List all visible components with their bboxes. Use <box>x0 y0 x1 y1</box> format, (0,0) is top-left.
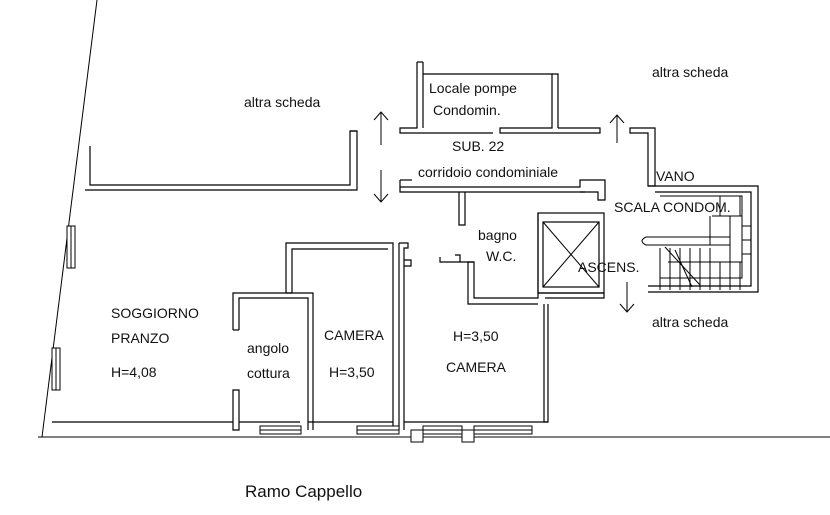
stairwell <box>641 185 759 293</box>
label-altra-scheda-top-left: altra scheda <box>244 94 320 110</box>
corridor-wall <box>399 179 606 201</box>
interior-walls <box>232 242 549 431</box>
elevator-shaft <box>537 212 605 299</box>
label-bagno: bagno <box>478 227 517 243</box>
north-wall <box>85 130 358 191</box>
arrow-down-right-icon <box>619 282 635 313</box>
label-altra-scheda-right: altra scheda <box>652 314 728 330</box>
label-angolo: angolo <box>247 340 289 356</box>
facade-window-lower <box>51 347 61 391</box>
label-corridoio: corridoio condominiale <box>418 164 558 180</box>
label-cottura: cottura <box>247 365 290 381</box>
label-condomin: Condomin. <box>433 102 501 118</box>
label-street: Ramo Cappello <box>245 482 362 501</box>
label-soggiorno: SOGGIORNO <box>111 305 199 321</box>
label-sub: SUB. 22 <box>452 138 504 154</box>
label-h-camera-1: H=3,50 <box>329 364 375 380</box>
door-step-left <box>410 429 424 443</box>
label-camera-1: CAMERA <box>324 327 385 343</box>
label-scala: SCALA CONDOM. <box>614 199 731 215</box>
label-ascens: ASCENS. <box>578 259 639 275</box>
label-h-camera-2: H=3,50 <box>453 328 499 344</box>
label-pranzo: PRANZO <box>111 330 169 346</box>
south-wall <box>52 421 548 443</box>
facade-window-upper <box>66 225 76 269</box>
arrow-up-right-icon <box>609 114 625 143</box>
arrow-down-left-icon <box>373 170 389 203</box>
door-step-right <box>461 429 475 443</box>
left-boundary-line <box>41 0 98 438</box>
label-altra-scheda-top-right: altra scheda <box>652 64 728 80</box>
label-vano: VANO <box>656 168 695 184</box>
bathroom-walls <box>439 192 539 305</box>
label-camera-2: CAMERA <box>446 359 507 375</box>
label-locale-pompe: Locale pompe <box>429 80 517 96</box>
label-wc: W.C. <box>486 248 516 264</box>
arrow-up-left-icon <box>373 111 389 145</box>
label-h-soggiorno: H=4,08 <box>111 364 157 380</box>
